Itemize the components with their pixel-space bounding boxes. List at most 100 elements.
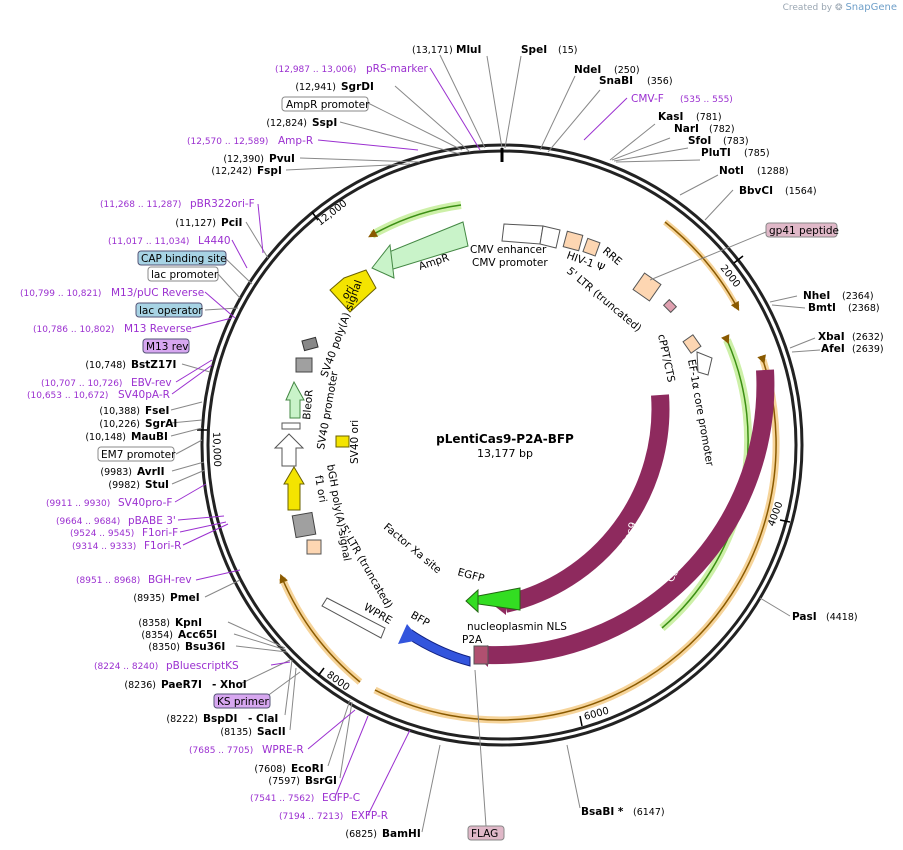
enzyme-afei: AfeI: [821, 343, 845, 355]
primer-range-m13rev: (10,786 .. 10,802): [33, 325, 114, 335]
box-cap-binding-site: CAP binding site: [141, 253, 227, 265]
cppt-box: [682, 334, 702, 354]
primer-lines: [171, 67, 628, 816]
enzyme-bsu36i: Bsu36I: [185, 641, 225, 653]
cas9-inner-arc: [502, 394, 670, 613]
enzyme-pos-pluti: (785): [744, 148, 770, 159]
primer-range-ebv: (10,707 .. 10,726): [41, 379, 122, 389]
primer-f1ori-f: F1ori-F: [142, 527, 178, 539]
primer-range-sv40pa: (10,653 .. 10,672): [27, 391, 108, 401]
enzyme-pos-sgrdi: (12,941): [295, 82, 336, 93]
primer-prs-marker: pRS-marker: [366, 63, 429, 75]
enzyme-pos-nhei: (2364): [842, 291, 874, 302]
ltr-top-box: [562, 230, 584, 252]
enzyme-fsei: FseI: [145, 405, 169, 417]
primer-bgh-rev: BGH-rev: [148, 574, 192, 586]
primer-range-prs: (12,987 .. 13,006): [275, 65, 356, 75]
hiv-psi-box: [582, 237, 601, 257]
primer-range-pbabe: (9664 .. 9684): [56, 517, 120, 527]
box-ampr-promoter: AmpR promoter: [286, 99, 370, 111]
enzyme-pos-bsrgi: (7597): [268, 776, 300, 787]
snapgene-brand: Created by ❂ SnapGene: [783, 2, 897, 13]
enzyme-pos-paer7i: (8236): [124, 680, 156, 691]
enzyme-pos-pvui: (12,390): [223, 154, 264, 165]
enzyme-pos-fsei: (10,388): [99, 406, 140, 417]
enzyme-clai: - ClaI: [248, 713, 278, 725]
primer-range-cmv-f: (535 .. 555): [680, 95, 733, 105]
enzyme-pluti: PluTI: [701, 147, 731, 159]
enzyme-bspdi: BspDI: [203, 713, 237, 725]
primer-range-wpre: (7685 .. 7705): [189, 746, 253, 756]
ori-arrow: [329, 269, 377, 313]
label-p2a: P2A: [462, 634, 483, 646]
primer-f1ori-r: F1ori-R: [144, 540, 181, 552]
primer-range-f1ori-f: (9524 .. 9545): [70, 529, 134, 539]
primer-pbluescriptks: pBluescriptKS: [166, 660, 239, 672]
enzyme-ndei: NdeI: [574, 64, 601, 76]
primer-pbr322ori-f: pBR322ori-F: [190, 198, 255, 210]
enzyme-pos-sacii: (8135): [220, 727, 252, 738]
primer-range-sv40pro: (9911 .. 9930): [46, 499, 110, 509]
primer-sv40pa-r: SV40pA-R: [118, 389, 170, 401]
label-f1-ori: f1 ori: [312, 474, 329, 503]
enzyme-pos-mlui: (13,171): [412, 45, 453, 56]
enzyme-xbai: XbaI: [818, 331, 845, 343]
box-m13-rev: M13 rev: [146, 341, 189, 353]
primer-l4440: L4440: [198, 235, 231, 247]
cas9-outer-arc: [487, 369, 775, 665]
enzyme-pos-sfoi: (783): [723, 136, 749, 147]
primer-wpre-r: WPRE-R: [262, 744, 304, 756]
primer-sv40pro-f: SV40pro-F: [118, 497, 172, 509]
label-sv40-ori: SV40 ori: [349, 420, 361, 464]
ltr-bottom-box: [306, 539, 322, 555]
enzyme-pcii: PciI: [221, 217, 242, 229]
primer-range-pbr322: (11,268 .. 11,287): [100, 200, 181, 210]
enzyme-pos-spei: (15): [558, 45, 578, 56]
enzyme-bbvci: BbvCI: [739, 185, 773, 197]
plasmid-size: 13,177 bp: [477, 447, 533, 460]
enzyme-sgrai: SgrAI: [145, 418, 177, 430]
enzyme-labels-right: (13,171) MluI SpeI (15) NdeI (250) SnaBI…: [412, 44, 884, 818]
enzyme-sgrdi: SgrDI: [341, 81, 374, 93]
tick-marks: [197, 211, 791, 727]
enzyme-pmei: PmeI: [170, 592, 200, 604]
enzyme-sacii: SacII: [257, 726, 286, 738]
primer-exfp-r: EXFP-R: [351, 810, 388, 822]
enzyme-pos-stui: (9982): [108, 480, 140, 491]
enzyme-kasi: KasI: [658, 111, 683, 123]
enzyme-nari: NarI: [674, 123, 699, 135]
enzyme-labels-left: (12,941) SgrDI (12,824) SspI (12,390) Pv…: [85, 81, 420, 840]
primer-cmv-f: CMV-F: [631, 93, 664, 105]
enzyme-pos-pmei: (8935): [133, 593, 165, 604]
label-ltr-top: 5' LTR (truncated): [564, 265, 644, 334]
label-ltr-bottom: 5' LTR (truncated): [337, 524, 394, 611]
enzyme-avrii: AvrII: [137, 466, 165, 478]
enzyme-pos-bbvci: (1564): [785, 186, 817, 197]
enzyme-mlui: MluI: [456, 44, 481, 56]
label-bleor: BleoR: [301, 389, 316, 420]
sv40-promoter-arrow: [273, 433, 305, 467]
enzyme-pos-bamhi: (6825): [345, 829, 377, 840]
enzyme-pvui: PvuI: [269, 153, 295, 165]
enzyme-pos-afei: (2639): [852, 344, 884, 355]
primer-egfp-c: EGFP-C: [322, 792, 360, 804]
label-cmv-enhancer: CMV enhancer: [470, 244, 547, 256]
label-egfp: EGFP: [456, 566, 485, 585]
enzyme-paer7i: PaeR7I: [161, 679, 202, 691]
enzyme-acc65i: Acc65I: [178, 629, 217, 641]
primer-range-l4440: (11,017 .. 11,034): [108, 237, 189, 247]
ef1a-arrow: [696, 351, 713, 376]
enzyme-bsrgi: BsrGI: [305, 775, 337, 787]
sv40-gray-box: [295, 357, 313, 373]
primer-range-pbluescript: (8224 .. 8240): [94, 662, 158, 672]
box-lac-operator: lac operator: [139, 305, 203, 317]
enzyme-nhei: NheI: [803, 290, 830, 302]
box-em7-promoter: EM7 promoter: [101, 449, 176, 461]
snapgene-brand-name: SnapGene: [845, 2, 897, 13]
enzyme-pos-kasi: (781): [696, 112, 722, 123]
enzyme-pos-ndei: (250): [614, 65, 640, 76]
enzyme-snabi: SnaBI: [599, 75, 633, 87]
primer-labels: (12,987 .. 13,006) pRS-marker CMV-F (535…: [20, 63, 733, 822]
box-lac-promoter: lac promoter: [151, 269, 219, 281]
orange-arcs: [278, 219, 780, 724]
